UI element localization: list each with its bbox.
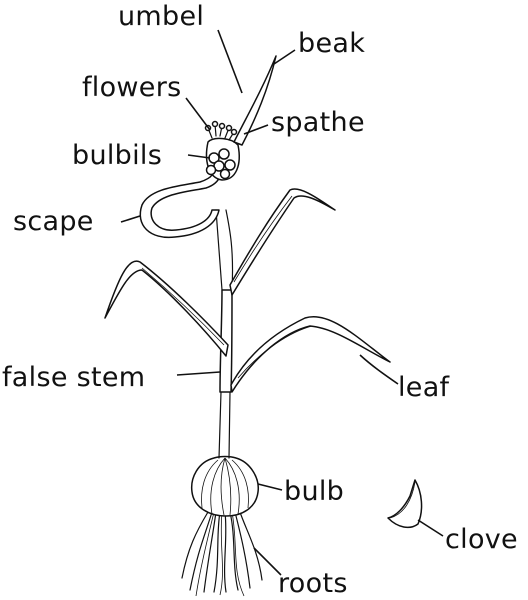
bulb-drawing [190,391,259,517]
label-beak: beak [298,28,365,59]
leaf-leader [359,354,399,385]
false-stem-drawing [215,209,234,393]
label-bulbils: bulbils [72,140,162,171]
label-false-stem: false stem [2,362,145,393]
false-stem-leader [176,371,221,376]
label-roots: roots [278,568,348,599]
label-scape: scape [13,206,94,237]
clove-leader [417,519,444,537]
clove-drawing [387,479,423,529]
label-umbel: umbel [118,1,204,32]
spathe-leader [243,124,269,135]
label-leaf: leaf [398,372,451,403]
beak-leader [273,49,296,65]
label-spathe: spathe [271,107,365,138]
bulb-leader [257,483,283,491]
bulbils-leader [187,154,211,159]
leaves-drawing [104,188,391,393]
roots-leader [253,547,282,576]
labels: umbel beak flowers spathe bulbils scape … [2,1,518,599]
label-clove: clove [445,524,518,555]
scape-drawing [139,174,221,239]
label-flowers: flowers [82,72,182,103]
roots-drawing [181,511,263,597]
leader-lines [120,29,444,576]
flowers-leader [185,97,211,131]
garlic-plant-illustration [104,55,423,597]
scape-leader [120,215,141,223]
umbel-leader [217,29,243,94]
label-bulb: bulb [284,476,344,507]
umbel-drawing [204,55,277,181]
